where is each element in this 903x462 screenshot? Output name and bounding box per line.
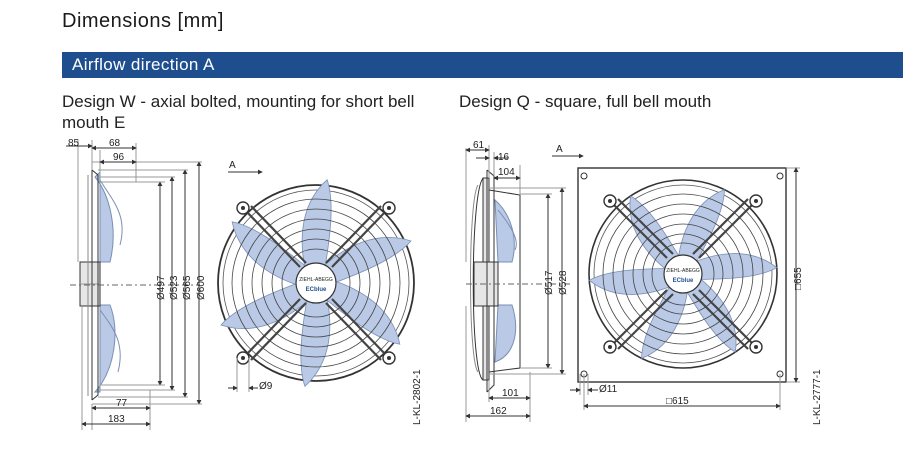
dim-101: 101 [502,388,519,399]
design-w-front-view: ZIEHL-ABEGG ECblue [217,169,415,392]
dim-528: Ø528 [558,270,569,295]
dim-w-hole: Ø9 [259,381,273,392]
dim-565: Ø565 [182,275,193,300]
dim-104: 104 [498,167,515,178]
design-w-caption: Design W - axial bolted, mounting for sh… [62,92,415,132]
page-title: Dimensions [mm] [62,10,224,32]
arrow-a-w: A [229,160,236,171]
svg-text:ECblue: ECblue [673,278,694,284]
arrow-a-q: A [556,144,563,155]
drawing-code-w: L-KL-2802-1 [412,369,423,425]
dim-523: Ø523 [169,275,180,300]
svg-text:ECblue: ECblue [306,287,327,293]
design-w-side-view [66,140,202,430]
dim-497: Ø497 [156,275,167,300]
dim-68: 68 [109,138,121,149]
dim-162: 162 [490,406,507,417]
dim-517: Ø517 [544,270,555,295]
drawing-code-q: L-KL-2777-1 [812,369,823,425]
dim-183: 183 [108,414,125,425]
banner-label: Airflow direction A [72,55,215,74]
design-q-caption: Design Q - square, full bell mouth [459,92,712,111]
dim-q-hole: Ø11 [599,384,618,395]
svg-text:ZIEHL-ABEGG: ZIEHL-ABEGG [299,277,333,283]
design-q-front-view: ZIEHL-ABEGG ECblue [570,167,800,410]
dim-77: 77 [116,398,128,409]
svg-text:ZIEHL-ABEGG: ZIEHL-ABEGG [666,268,700,274]
dim-85: 85 [68,138,80,149]
dim-655: □655 [793,267,804,290]
dim-615: □615 [666,396,689,407]
section-banner: Airflow direction A [62,52,903,78]
dim-61: 61 [473,140,485,151]
dim-96: 96 [113,152,125,163]
design-q-side-view [465,145,584,422]
dim-16: 16 [498,152,510,163]
dim-600: Ø600 [196,275,207,300]
